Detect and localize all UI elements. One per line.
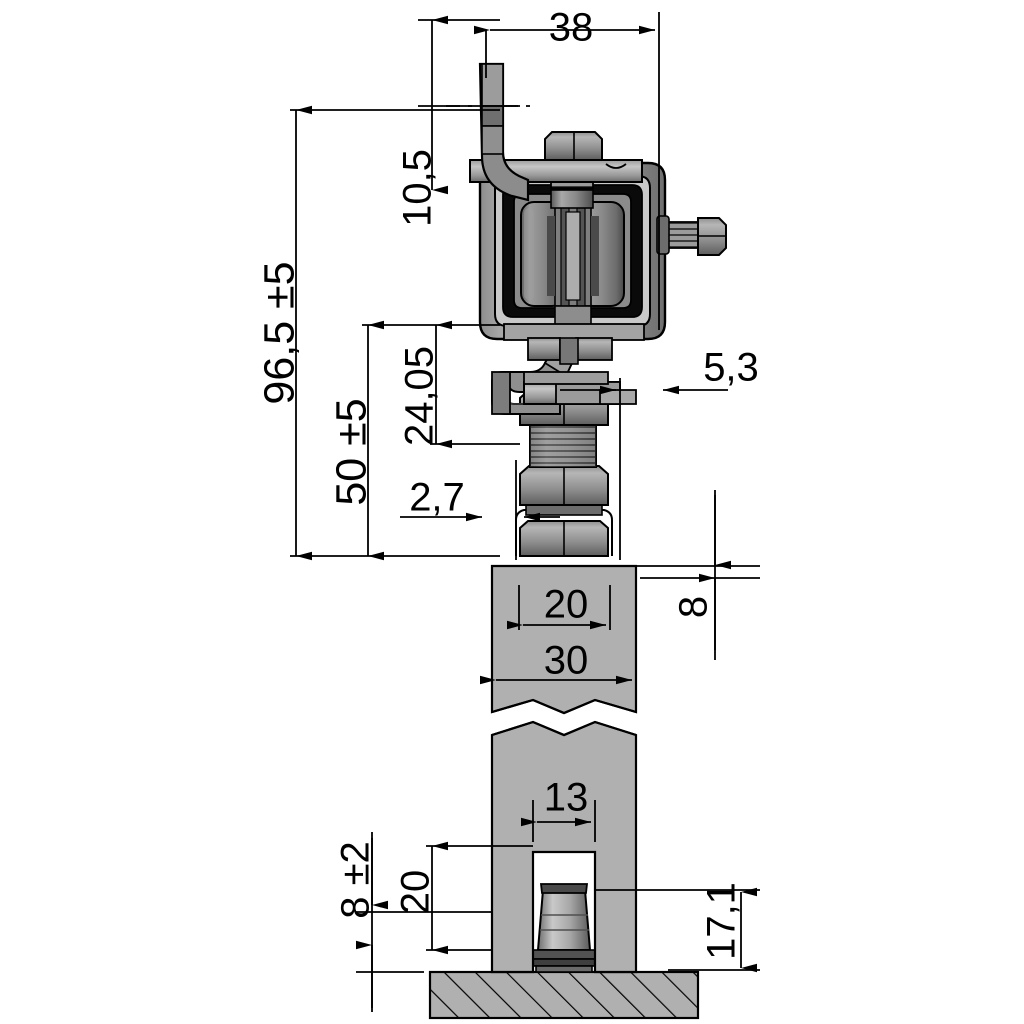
dimension-label-24-05: 24,05 xyxy=(398,346,442,446)
dimension-label-10-5: 10,5 xyxy=(396,149,440,227)
bottom-guide-pin xyxy=(532,883,596,973)
dimension-label-8: 8 xyxy=(672,596,716,618)
hex-nut-lower xyxy=(515,504,613,557)
dimension-labels: 38 10,5 96,5 ±5 50 ±5 24,05 5,3 2,7 8 20… xyxy=(255,6,758,960)
dimension-label-8-plus-2: 8 ±2 xyxy=(334,841,378,919)
bracket-top-plate xyxy=(523,371,637,405)
dimension-label-13: 13 xyxy=(544,776,589,820)
housing-bottom-plate xyxy=(503,323,645,365)
dimension-network xyxy=(290,12,760,1012)
threaded-rod xyxy=(529,424,597,468)
roller-pair xyxy=(520,201,625,341)
dimension-label-38: 38 xyxy=(549,6,594,50)
dimension-label-2-7: 2,7 xyxy=(409,476,465,520)
dimension-label-20-depth: 20 xyxy=(394,870,438,915)
dimension-label-17-1: 17,1 xyxy=(700,882,744,960)
dimension-label-30: 30 xyxy=(544,639,589,683)
dimension-label-5-3: 5,3 xyxy=(703,346,759,390)
dimension-label-96-5: 96,5 ±5 xyxy=(255,261,303,404)
floor-plate xyxy=(428,970,700,1020)
side-hex-bolt xyxy=(656,215,727,256)
mounting-hook-bracket xyxy=(478,62,530,202)
break-line xyxy=(491,698,637,737)
dimension-label-50: 50 ±5 xyxy=(327,398,375,505)
dimension-label-20-width: 20 xyxy=(544,583,589,627)
hex-nut-mid xyxy=(519,465,609,506)
